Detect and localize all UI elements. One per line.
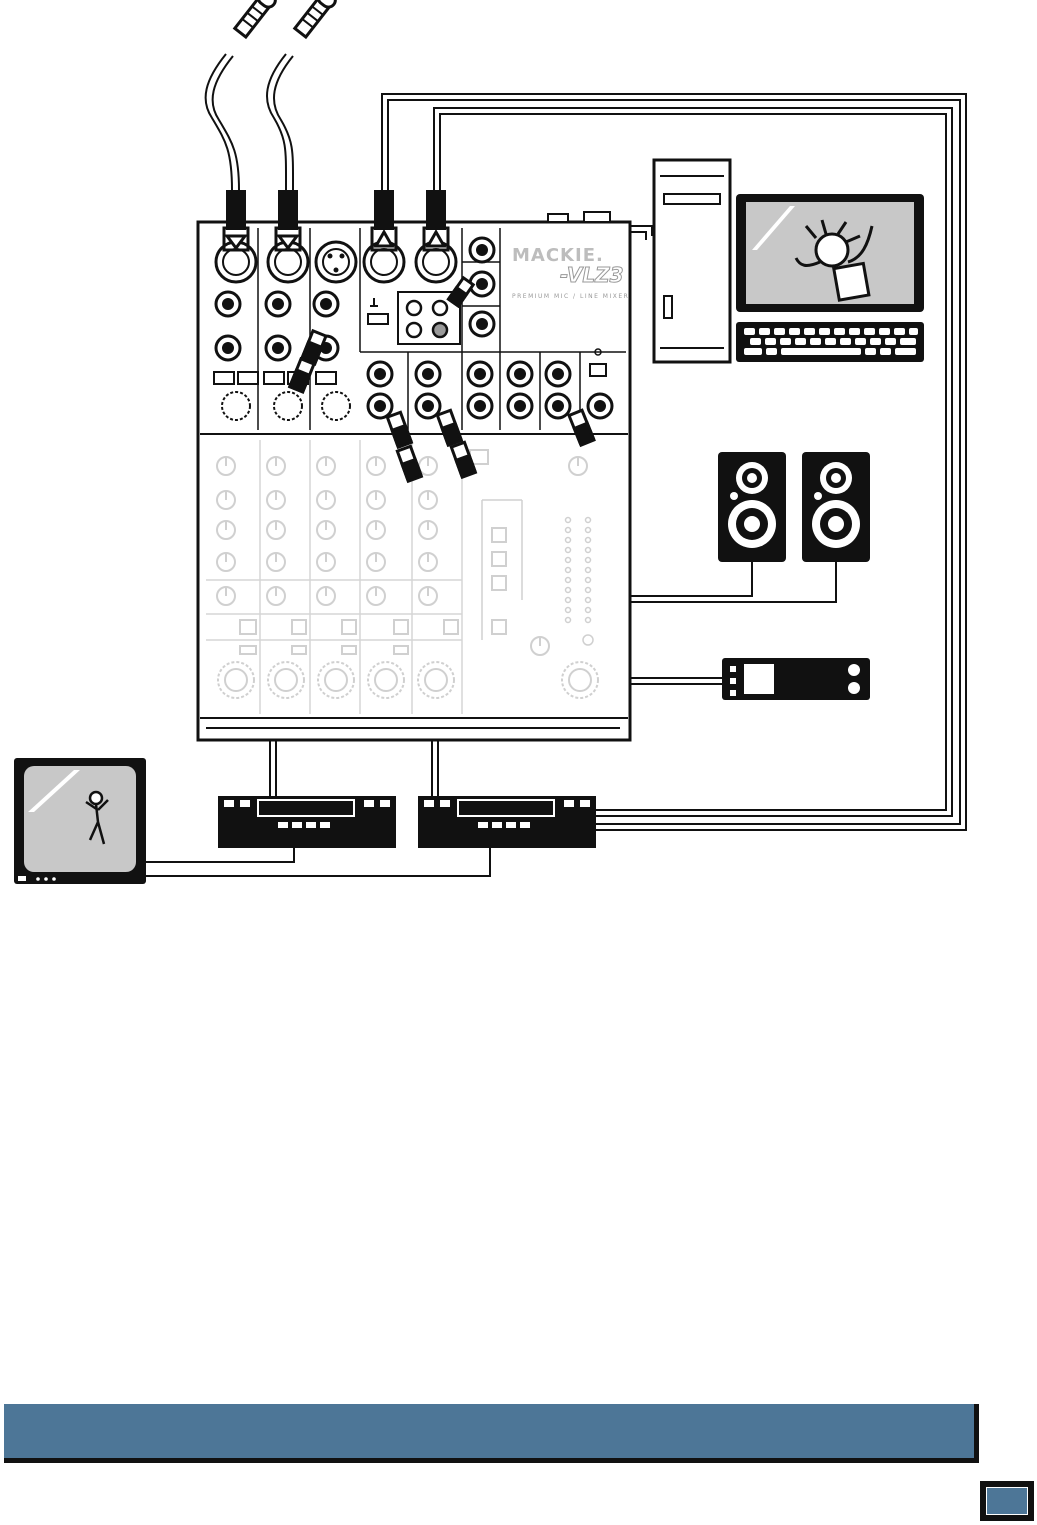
mixer-tagline: PREMIUM MIC / LINE MIXER <box>512 293 629 300</box>
xlr-main-out-right <box>416 242 456 282</box>
keyboard <box>736 322 924 362</box>
tv-monitor <box>14 758 146 884</box>
effects-processor <box>722 658 870 700</box>
page-number-box <box>986 1487 1028 1515</box>
computer-monitor <box>736 194 924 312</box>
computer-tower <box>654 160 730 362</box>
recorder-1 <box>218 796 396 848</box>
mixer-model: -VLZ3 <box>560 263 624 287</box>
studio-monitor-right <box>802 452 870 562</box>
microphone-2 <box>293 0 338 38</box>
microphone-1 <box>233 0 278 38</box>
recorder-2 <box>418 796 596 848</box>
xlr-main-out-left <box>364 242 404 282</box>
hookup-diagram: MACKIE. -VLZ3 PREMIUM MIC / LINE MIXER <box>0 0 1037 900</box>
xlr-input-3 <box>316 242 356 282</box>
title-bar <box>4 1404 979 1463</box>
page-number-tab <box>980 1481 1034 1521</box>
studio-monitor-left <box>718 452 786 562</box>
